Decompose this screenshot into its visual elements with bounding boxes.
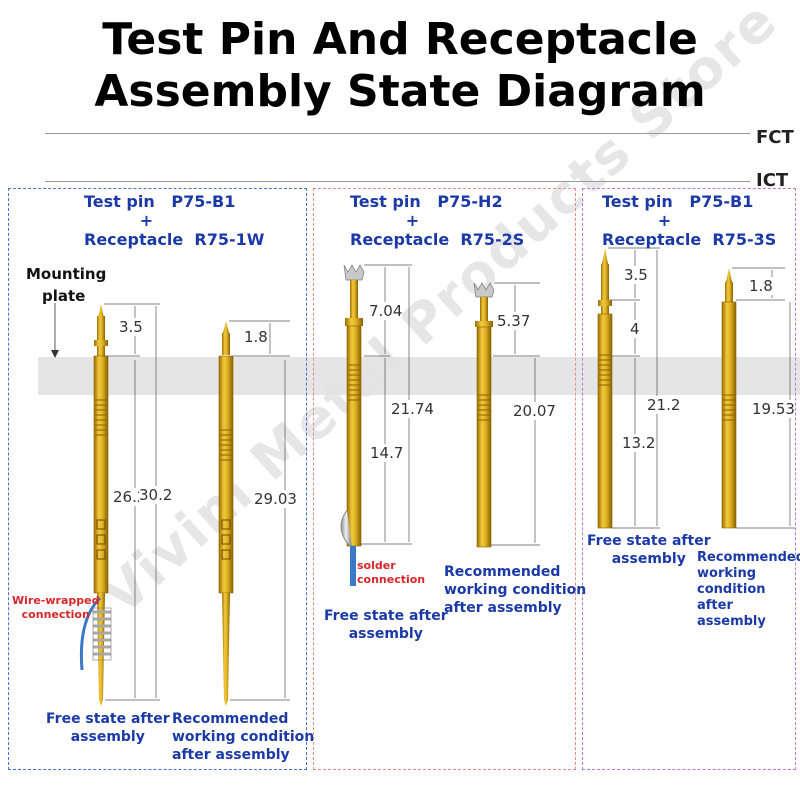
mounting-plate-label: Mounting plate	[26, 263, 106, 307]
pin-1w-free	[79, 304, 112, 706]
pin-1w-working	[218, 321, 234, 706]
dims-1w-working	[229, 320, 290, 701]
caption-3s-working: Recommended working condition after asse…	[697, 550, 800, 629]
mounting-plate-bar	[38, 357, 800, 395]
caption-2s-working: Recommended working condition after asse…	[444, 564, 587, 616]
dim-3s-free-total: 21.2	[647, 396, 681, 414]
dim-2s-free-total: 21.74	[391, 400, 434, 418]
dim-3s-free-mid: 4	[630, 320, 640, 338]
panel-1w	[8, 188, 307, 770]
title-line-2: Assembly State Diagram	[94, 66, 706, 117]
panel-3s-header: Test pin P75-B1 + Receptacle R75-3S	[602, 192, 777, 249]
ict-line	[45, 181, 750, 182]
dim-1w-working-tip: 1.8	[244, 328, 268, 346]
panel-2s	[313, 188, 576, 770]
dim-3s-free-body: 13.2	[622, 434, 656, 452]
title-line-1: Test Pin And Receptacle	[102, 14, 698, 65]
dim-3s-working-tip: 1.8	[749, 277, 773, 295]
ict-label: ICT	[756, 170, 789, 191]
caption-3s-free: Free state after assembly	[587, 533, 711, 567]
panel-3s	[582, 188, 796, 770]
solder-connection-label: solder connection	[357, 559, 426, 586]
dim-2s-free-top: 7.04	[369, 302, 403, 320]
dim-3s-working-total: 19.53	[752, 400, 795, 418]
panel-2s-header: Test pin P75-H2 + Receptacle R75-2S	[350, 192, 525, 249]
dim-2s-free-body: 14.7	[370, 444, 404, 462]
dims-3s-free	[608, 247, 660, 529]
page-title: Test Pin And Receptacle Assembly State D…	[0, 14, 800, 118]
dim-1w-free-total: 30.2	[139, 486, 173, 504]
panel-1w-header: Test pin P75-B1 + Receptacle R75-1W	[84, 192, 265, 249]
mounting-plate-line-1: Mounting	[26, 265, 107, 283]
pin-3s-working	[721, 268, 737, 529]
mounting-plate-line-2: plate	[42, 287, 86, 305]
pin-2s-working	[473, 282, 495, 548]
dims-3s-working	[732, 267, 795, 529]
dim-3s-free-tip: 3.5	[624, 266, 648, 284]
caption-2s-free: Free state after assembly	[324, 608, 448, 642]
dim-1w-working-total: 29.03	[254, 490, 297, 508]
dims-2s-working	[491, 282, 540, 546]
wire-wrapped-label: Wire-wrapped connection	[12, 594, 100, 621]
dim-2s-working-top: 5.37	[497, 312, 531, 330]
pin-3s-free	[597, 248, 613, 529]
dim-1w-free-tip: 3.5	[119, 318, 143, 336]
pin-2s-free	[340, 264, 365, 586]
caption-1w-free: Free state after assembly	[46, 711, 170, 745]
fct-label: FCT	[756, 127, 794, 148]
dim-1w-free-body: 26.2	[113, 488, 147, 506]
caption-1w-working: Recommended working condition after asse…	[172, 711, 315, 763]
dim-2s-working-total: 20.07	[513, 402, 556, 420]
fct-line	[45, 133, 750, 134]
